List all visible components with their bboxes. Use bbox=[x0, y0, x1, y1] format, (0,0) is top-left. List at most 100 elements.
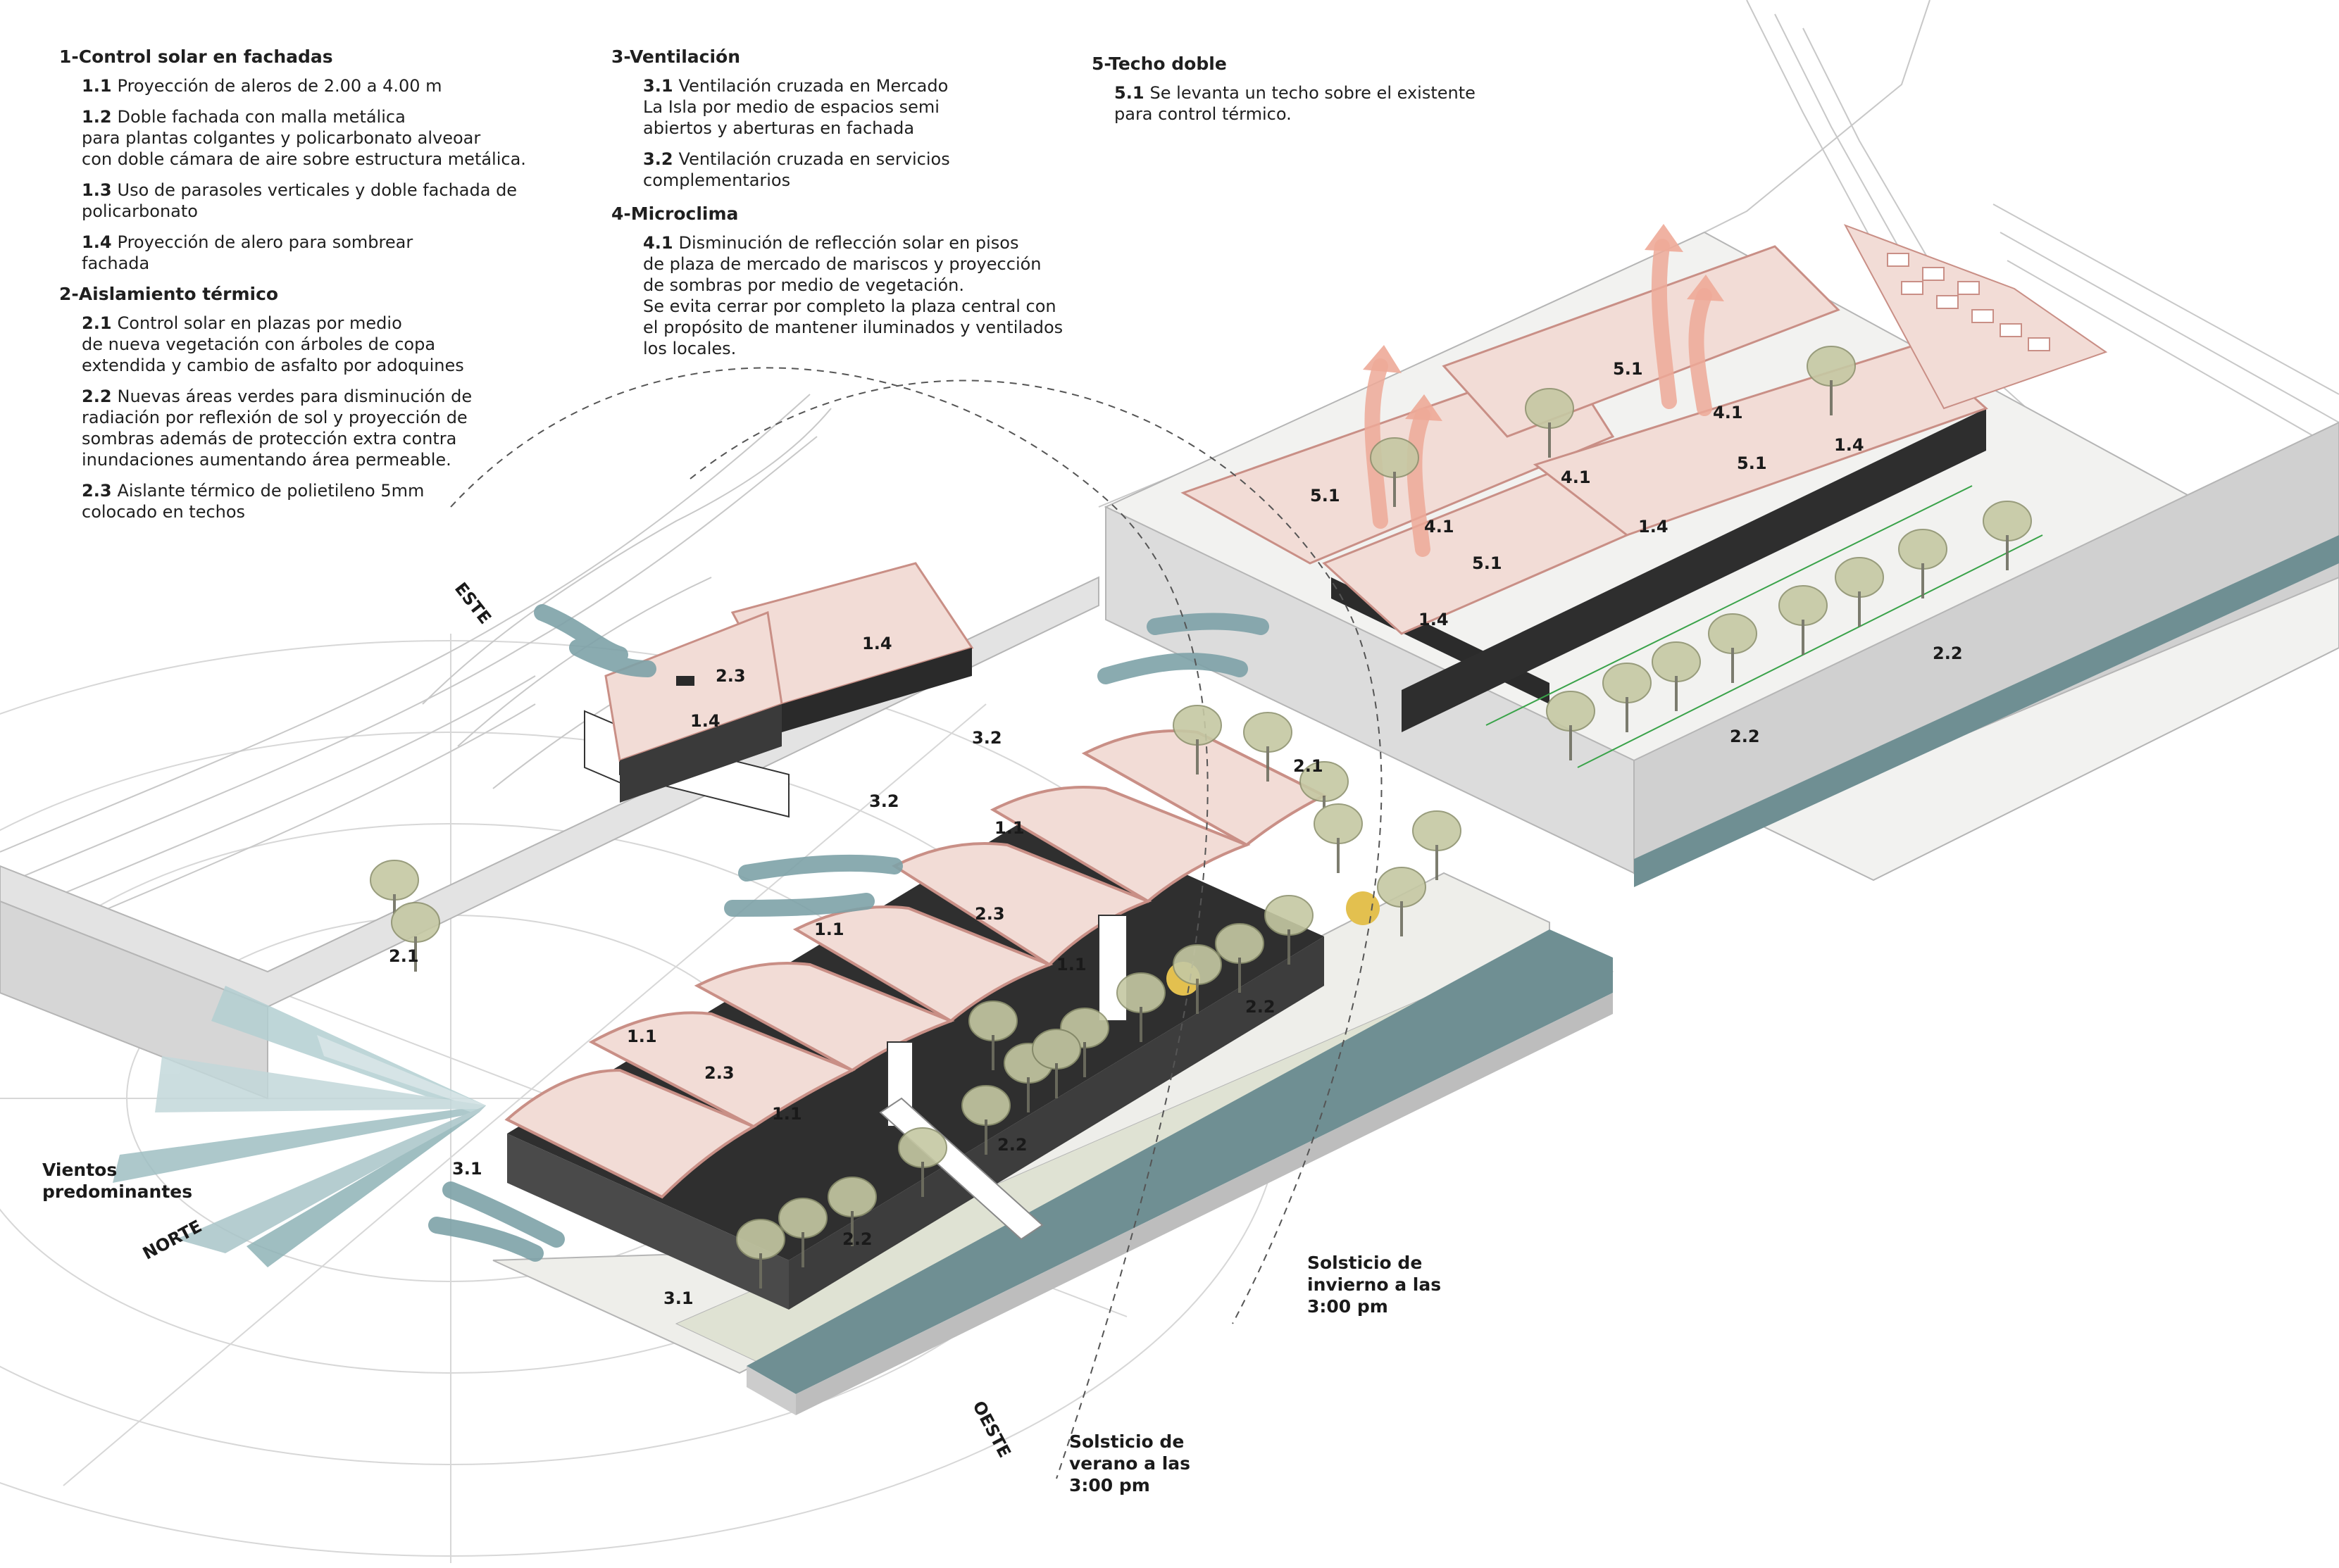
tree-canopy bbox=[1264, 895, 1314, 936]
tag-1-4: 1.4 bbox=[862, 634, 892, 653]
tree-canopy bbox=[1898, 529, 1947, 570]
tree-group bbox=[370, 346, 2032, 1288]
river-right bbox=[1634, 535, 2339, 887]
wind-arrows bbox=[428, 604, 1269, 1262]
label-predominant-winds: Vientos predominantes bbox=[42, 1160, 193, 1202]
market-building-main bbox=[504, 729, 1328, 1310]
label-summer-solstice: Solsticio de verano a las 3:00 pm bbox=[1069, 1431, 1191, 1495]
tree-canopy bbox=[1173, 705, 1222, 746]
tag-1-1: 1.1 bbox=[994, 818, 1025, 838]
tag-5-1: 5.1 bbox=[1737, 453, 1767, 473]
tag-5-1: 5.1 bbox=[1310, 486, 1340, 506]
tag-2-2: 2.2 bbox=[1730, 727, 1760, 746]
heat-arrow-heads bbox=[1363, 224, 1724, 421]
tag-1-4: 1.4 bbox=[1834, 435, 1864, 455]
tag-3-2: 3.2 bbox=[972, 728, 1002, 748]
label-winter-solstice: Solsticio de invierno a las 3:00 pm bbox=[1307, 1253, 1442, 1317]
tree-canopy bbox=[1377, 867, 1426, 908]
tag-4-1: 4.1 bbox=[1561, 468, 1591, 487]
tag-2-2: 2.2 bbox=[1245, 997, 1275, 1017]
tag-1-1: 1.1 bbox=[627, 1027, 657, 1046]
legend-section-4-title: 4-Microclima bbox=[611, 203, 739, 224]
roof-vault bbox=[1081, 729, 1328, 847]
tag-4-1: 4.1 bbox=[1713, 403, 1743, 422]
double-roof bbox=[1533, 344, 1988, 537]
tree-canopy bbox=[391, 902, 440, 943]
river bbox=[747, 929, 1613, 1394]
tree-canopy bbox=[370, 860, 419, 901]
roof-vault bbox=[588, 1011, 856, 1129]
tree-canopy bbox=[1807, 346, 1856, 387]
tree-canopy bbox=[1835, 557, 1884, 598]
tree-canopy bbox=[1173, 944, 1222, 985]
tree-canopy bbox=[1525, 388, 1574, 429]
tag-5-1: 5.1 bbox=[1613, 359, 1643, 379]
wind-rose bbox=[113, 986, 486, 1267]
sun-paths bbox=[450, 367, 1383, 1479]
tag-2-3: 2.3 bbox=[704, 1063, 735, 1083]
tree-canopy bbox=[1412, 810, 1461, 851]
tree-canopy bbox=[898, 1127, 947, 1168]
tag-1-1: 1.1 bbox=[1056, 955, 1087, 974]
tree-canopy bbox=[828, 1177, 877, 1217]
legend-section-1-title: 1-Control solar en fachadas bbox=[59, 46, 333, 67]
tag-2-1: 2.1 bbox=[389, 946, 419, 966]
tag-1-4: 1.4 bbox=[1418, 610, 1449, 629]
sun-winter-icon bbox=[1346, 891, 1380, 925]
tree-canopy bbox=[1116, 972, 1166, 1013]
heat-arrows bbox=[1364, 239, 1712, 557]
tree-canopy bbox=[778, 1198, 828, 1238]
tag-2-3: 2.3 bbox=[975, 904, 1005, 924]
tag-1-4: 1.4 bbox=[690, 711, 721, 731]
tag-1-1: 1.1 bbox=[772, 1104, 802, 1124]
tree-canopy bbox=[968, 1001, 1018, 1041]
tag-1-1: 1.1 bbox=[814, 920, 844, 939]
tag-1-4: 1.4 bbox=[1638, 517, 1669, 537]
tree-canopy bbox=[961, 1085, 1011, 1126]
roof-vault bbox=[504, 1068, 757, 1199]
tree-canopy bbox=[1778, 585, 1828, 626]
tree-canopy bbox=[1652, 641, 1701, 682]
tree-canopy bbox=[1215, 923, 1264, 964]
tree-canopy bbox=[1602, 663, 1652, 703]
tree-canopy bbox=[1546, 691, 1595, 732]
tag-3-1: 3.1 bbox=[452, 1159, 482, 1179]
tag-2-2: 2.2 bbox=[997, 1135, 1028, 1155]
building-upper-left bbox=[584, 562, 974, 818]
compass-axis bbox=[63, 703, 987, 1486]
tag-3-2: 3.2 bbox=[869, 791, 899, 811]
tree-canopy bbox=[1708, 613, 1757, 654]
tag-2-2: 2.2 bbox=[842, 1229, 873, 1249]
tag-5-1: 5.1 bbox=[1472, 553, 1502, 573]
tree-canopy bbox=[1243, 712, 1292, 753]
tag-2-3: 2.3 bbox=[716, 666, 746, 686]
tree-canopy bbox=[736, 1219, 785, 1260]
tag-4-1: 4.1 bbox=[1424, 517, 1454, 537]
tag-2-2: 2.2 bbox=[1933, 644, 1963, 663]
tag-2-1: 2.1 bbox=[1293, 756, 1323, 776]
legend-section-2-title: 2-Aislamiento térmico bbox=[59, 284, 279, 304]
legend-section-5-title: 5-Techo doble bbox=[1092, 54, 1227, 74]
tree-canopy bbox=[1314, 803, 1363, 844]
tree-canopy bbox=[1032, 1029, 1081, 1070]
legend-section-3-title: 3-Ventilación bbox=[611, 46, 741, 67]
tree-canopy bbox=[1983, 501, 2032, 541]
tree-canopy bbox=[1370, 437, 1419, 478]
tag-3-1: 3.1 bbox=[663, 1288, 694, 1308]
